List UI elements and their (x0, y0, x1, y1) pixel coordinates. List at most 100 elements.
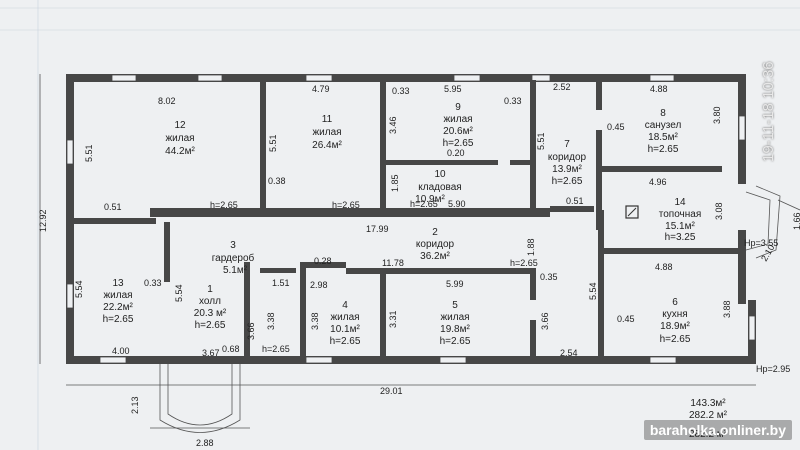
room-number: 4 (342, 300, 348, 311)
room-area: 20.3 м² (194, 308, 227, 319)
room-area: 44.2м² (165, 146, 195, 157)
dim-label: 0.35 (540, 272, 558, 282)
dim-label: 4.88 (650, 84, 668, 94)
room-8: 8 санузел 18.5м² h=2.65 (645, 108, 682, 155)
room-area: 19.8м² (440, 324, 470, 335)
room-name: жилая (165, 133, 194, 144)
dim-label: 3.67 (202, 348, 220, 358)
dim-label: 5.51 (536, 132, 546, 150)
room-height: h=2.65 (660, 334, 691, 345)
room-number: 5 (452, 300, 458, 311)
room-number: 8 (660, 108, 666, 119)
room-1: 1 холл 20.3 м² h=2.65 (194, 284, 227, 331)
room-height: h=2.65 (330, 336, 361, 347)
room-height: h=2.65 (552, 176, 583, 187)
dim-label: 5.54 (588, 282, 598, 300)
dim-label: 3.66 (540, 312, 550, 330)
dim-label: 2.13 (130, 396, 140, 414)
dim-label: 0.20 (447, 148, 465, 158)
room-area: 26.4м² (312, 140, 342, 151)
room-number: 7 (564, 139, 570, 150)
room-name: санузел (645, 120, 682, 131)
total-area: 282.2 м² (689, 429, 728, 440)
dim-label: 3.46 (388, 116, 398, 134)
room-number: 3 (230, 240, 236, 251)
dim-label: Hp=3.55 (744, 238, 778, 248)
dim-label: 3.88 (722, 300, 732, 318)
dim-label: 4.88 (655, 262, 673, 272)
room-height: h=3.25 (665, 232, 696, 243)
dim-label: 29.01 (380, 386, 403, 396)
room-area: 10.1м² (330, 324, 360, 335)
windows (66, 74, 756, 364)
room-number: 9 (455, 102, 461, 113)
dim-label: 5.54 (174, 284, 184, 302)
room-name: топочная (659, 209, 702, 220)
dim-label: 3.66 (246, 322, 256, 340)
room-height: h=2.65 (648, 144, 679, 155)
room-name: кухня (662, 309, 687, 320)
dim-label: 3.08 (714, 202, 724, 220)
dim-label: 3.31 (388, 310, 398, 328)
room-11: 11 жилая 26.4м² (312, 114, 342, 151)
dim-label: 11.78 (382, 258, 404, 268)
room-name: жилая (103, 290, 132, 301)
room-2: 2 коридор 36.2м² (416, 227, 455, 262)
room-area: 36.2м² (420, 251, 450, 262)
room-number: 1 (207, 284, 213, 295)
room-area: 5.1м² (223, 265, 248, 276)
room-3: 3 гардероб 5.1м² (212, 240, 255, 276)
dim-label: 3.80 (712, 106, 722, 124)
room-4: 4 жилая 10.1м² h=2.65 (330, 300, 361, 347)
room-10: 10 кладовая 10.9м² (415, 169, 462, 205)
boiler-icon-mark (627, 207, 637, 217)
dim-label: 1.85 (390, 174, 400, 192)
room-name: жилая (440, 312, 469, 323)
dim-label: 1.66 (792, 212, 800, 230)
dim-label: 0.38 (268, 176, 286, 186)
dim-label: 5.51 (268, 134, 278, 152)
dim-label: 8.02 (158, 96, 176, 106)
dim-label: 17.99 (366, 224, 389, 234)
dim-label: 0.33 (144, 278, 162, 288)
dim-label: 0.51 (566, 196, 584, 206)
room-13: 13 жилая 22.2м² h=2.65 (103, 278, 134, 325)
dim-label: 0.51 (104, 202, 122, 212)
dim-label: 0.45 (617, 314, 635, 324)
room-name: жилая (330, 312, 359, 323)
room-14: 14 топочная 15.1м² h=3.25 (659, 197, 702, 243)
total-area: 282.2 м² (689, 410, 728, 421)
dim-label: 2.88 (196, 438, 214, 448)
room-number: 13 (112, 278, 124, 289)
room-name: коридор (416, 239, 455, 250)
room-height: h=2.65 (195, 320, 226, 331)
outer-walls (66, 74, 756, 364)
dim-label: Hp=2.95 (756, 364, 790, 374)
room-number: 10 (434, 169, 446, 180)
room-area: 22.2м² (103, 302, 133, 313)
room-name: коридор (548, 152, 587, 163)
dim-label: 5.95 (444, 84, 462, 94)
room-number: 2 (432, 227, 438, 238)
interior-walls (66, 80, 742, 362)
room-height: h=2.65 (440, 336, 471, 347)
porch-outline (39, 74, 800, 433)
dim-label: h=2.65 (510, 258, 538, 268)
dim-label: 0.45 (607, 122, 625, 132)
dim-label: 5.51 (84, 144, 94, 162)
room-name: жилая (312, 127, 341, 138)
vertical-dimension-labels: 5.51 5.51 5.51 3.46 1.85 3.80 3.08 1.66 … (38, 106, 800, 414)
dimension-labels: 8.02 4.79 5.95 2.52 4.88 0.33 0.33 0.38 … (104, 82, 790, 448)
dim-label: 5.99 (446, 279, 464, 289)
room-name: гардероб (212, 252, 255, 264)
dim-label: 4.96 (649, 177, 667, 187)
room-area: 15.1м² (665, 221, 695, 232)
room-6: 6 кухня 18.9м² h=2.65 (660, 297, 691, 345)
room-12: 12 жилая 44.2м² (165, 120, 195, 157)
total-area: 143.3м² (690, 398, 726, 409)
dim-label: h=2.65 (332, 200, 360, 210)
dim-label: 4.79 (312, 84, 330, 94)
totals: 143.3м² 282.2 м² 282.2 м² (689, 398, 728, 440)
